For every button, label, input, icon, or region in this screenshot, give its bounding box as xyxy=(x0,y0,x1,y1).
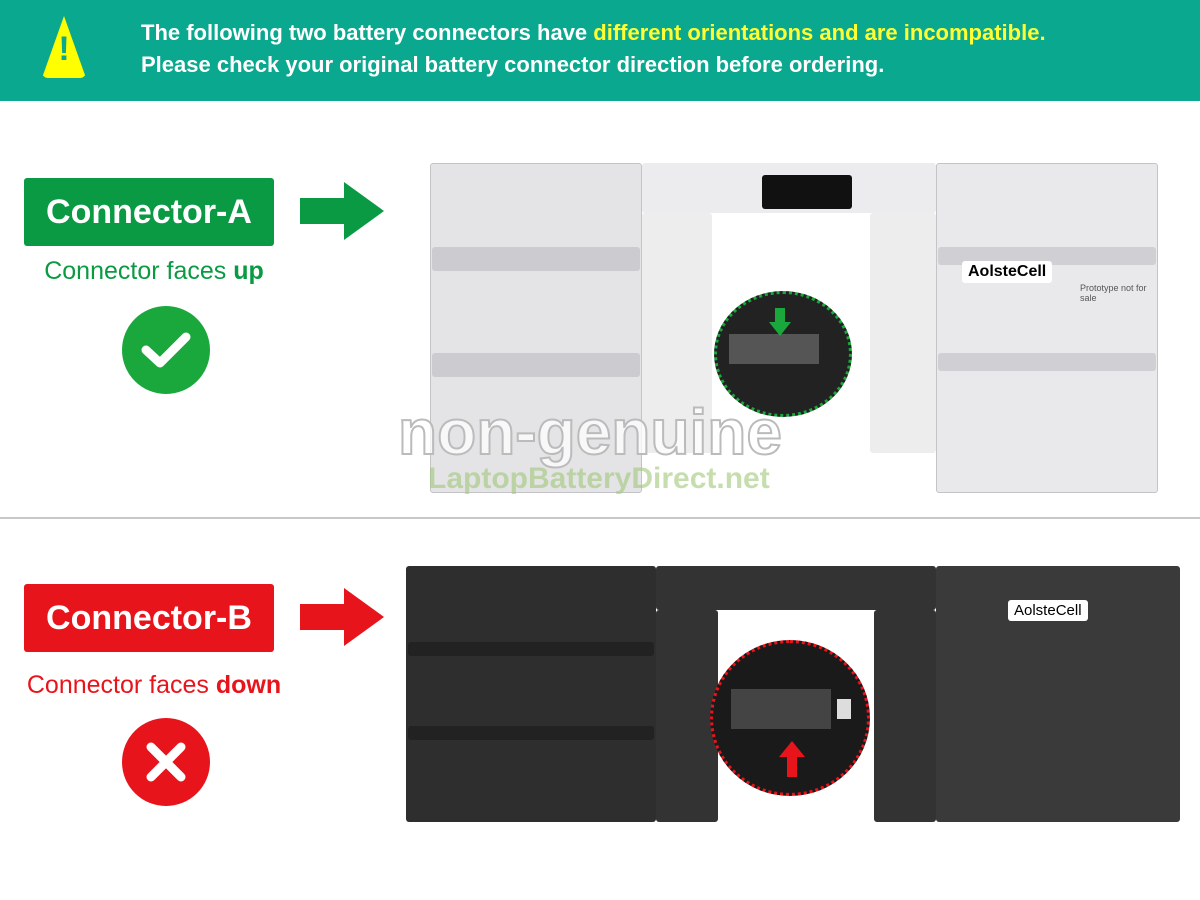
arrow-up-icon xyxy=(779,741,805,777)
connector-b-caption: Connector faces down xyxy=(26,671,282,699)
connector-a-zoom xyxy=(714,291,852,417)
battery-note: Prototype not for sale xyxy=(1080,283,1147,303)
warning-banner: ! The following two battery connectors h… xyxy=(0,0,1200,101)
warning-triangle-icon xyxy=(42,16,86,78)
battery-a-image: AolsteCell Prototype not for sale xyxy=(430,163,1158,493)
banner-line-2: Please check your original battery conne… xyxy=(141,52,885,77)
connector-b-label: Connector-B xyxy=(24,584,274,652)
connector-a-caption: Connector faces up xyxy=(44,257,264,285)
battery-brand-label: AolsteCell xyxy=(962,261,1053,283)
arrow-right-icon xyxy=(300,588,384,646)
banner-line-1: The following two battery connectors hav… xyxy=(141,20,1046,45)
watermark-site: LaptopBatteryDirect.net xyxy=(428,462,770,495)
arrow-down-icon xyxy=(769,308,791,336)
section-divider xyxy=(0,517,1200,519)
arrow-right-icon xyxy=(300,182,384,240)
watermark-text: non-genuine xyxy=(397,395,783,469)
x-mark-icon xyxy=(122,718,210,806)
battery-b-image: AolsteCell xyxy=(406,566,1180,822)
banner-highlight: different orientations and are incompati… xyxy=(593,20,1046,45)
connector-b-zoom xyxy=(710,640,870,796)
battery-brand-label: AolsteCell xyxy=(1008,600,1088,621)
connector-a-label: Connector-A xyxy=(24,178,274,246)
checkmark-icon xyxy=(122,306,210,394)
